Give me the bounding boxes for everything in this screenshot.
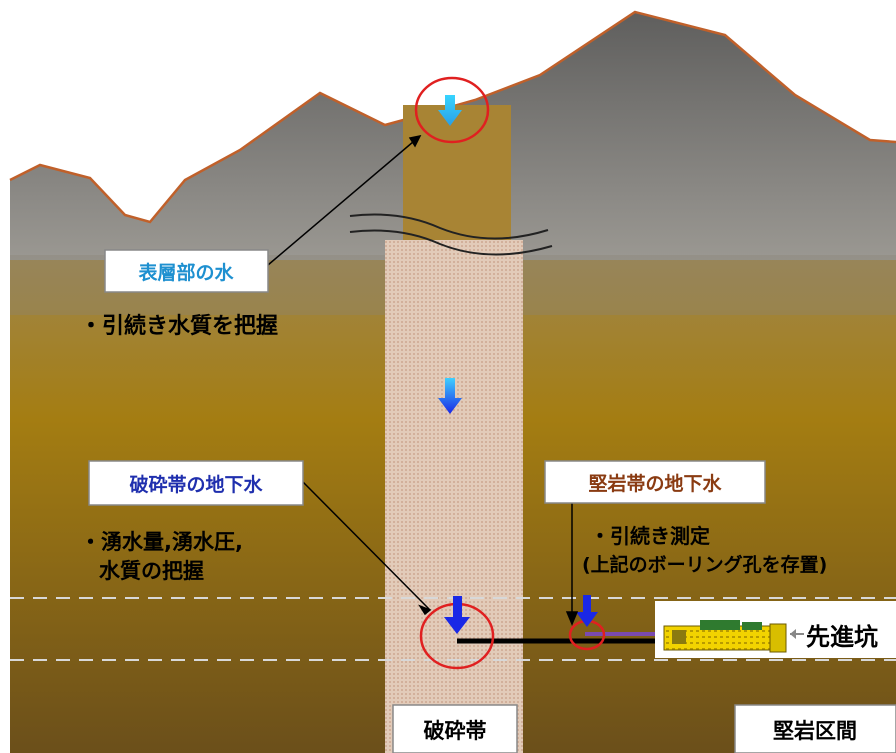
hardrock-section-label-box: 堅岩区間 xyxy=(734,704,896,753)
surface-water-label-box: 表層部の水 xyxy=(104,249,269,293)
fracture-note-line1: ・湧水量,湧水圧, xyxy=(80,530,243,554)
hardrock-note-line2: (上記のボーリング孔を存置) xyxy=(582,553,827,576)
surface-water-label: 表層部の水 xyxy=(138,261,234,284)
surface-note: ・引続き水質を把握 xyxy=(80,313,278,339)
hardrock-section-label: 堅岩区間 xyxy=(773,719,857,743)
fracture-water-label-box: 破砕帯の地下水 xyxy=(88,460,304,506)
hardrock-water-label: 堅岩帯の地下水 xyxy=(588,472,722,495)
pilot-tunnel-label: 先進坑 xyxy=(806,623,878,651)
fracture-zone-label: 破砕帯 xyxy=(424,719,487,743)
hardrock-water-label-box: 堅岩帯の地下水 xyxy=(544,460,766,504)
fracture-note-line2: 水質の把握 xyxy=(99,559,204,583)
down-arrow-icon xyxy=(444,596,470,634)
down-arrow-icon xyxy=(576,595,598,627)
down-arrow-icon xyxy=(438,378,462,414)
ridge-line xyxy=(9,10,896,224)
fracture-zone-label-box: 破砕帯 xyxy=(392,704,518,753)
tunnel-boring-machine-icon xyxy=(663,620,804,653)
hardrock-note-line1: ・引続き測定 xyxy=(590,524,710,548)
fracture-water-label: 破砕帯の地下水 xyxy=(129,473,263,496)
leader-lines xyxy=(267,134,579,626)
down-arrow-icon xyxy=(438,95,462,126)
